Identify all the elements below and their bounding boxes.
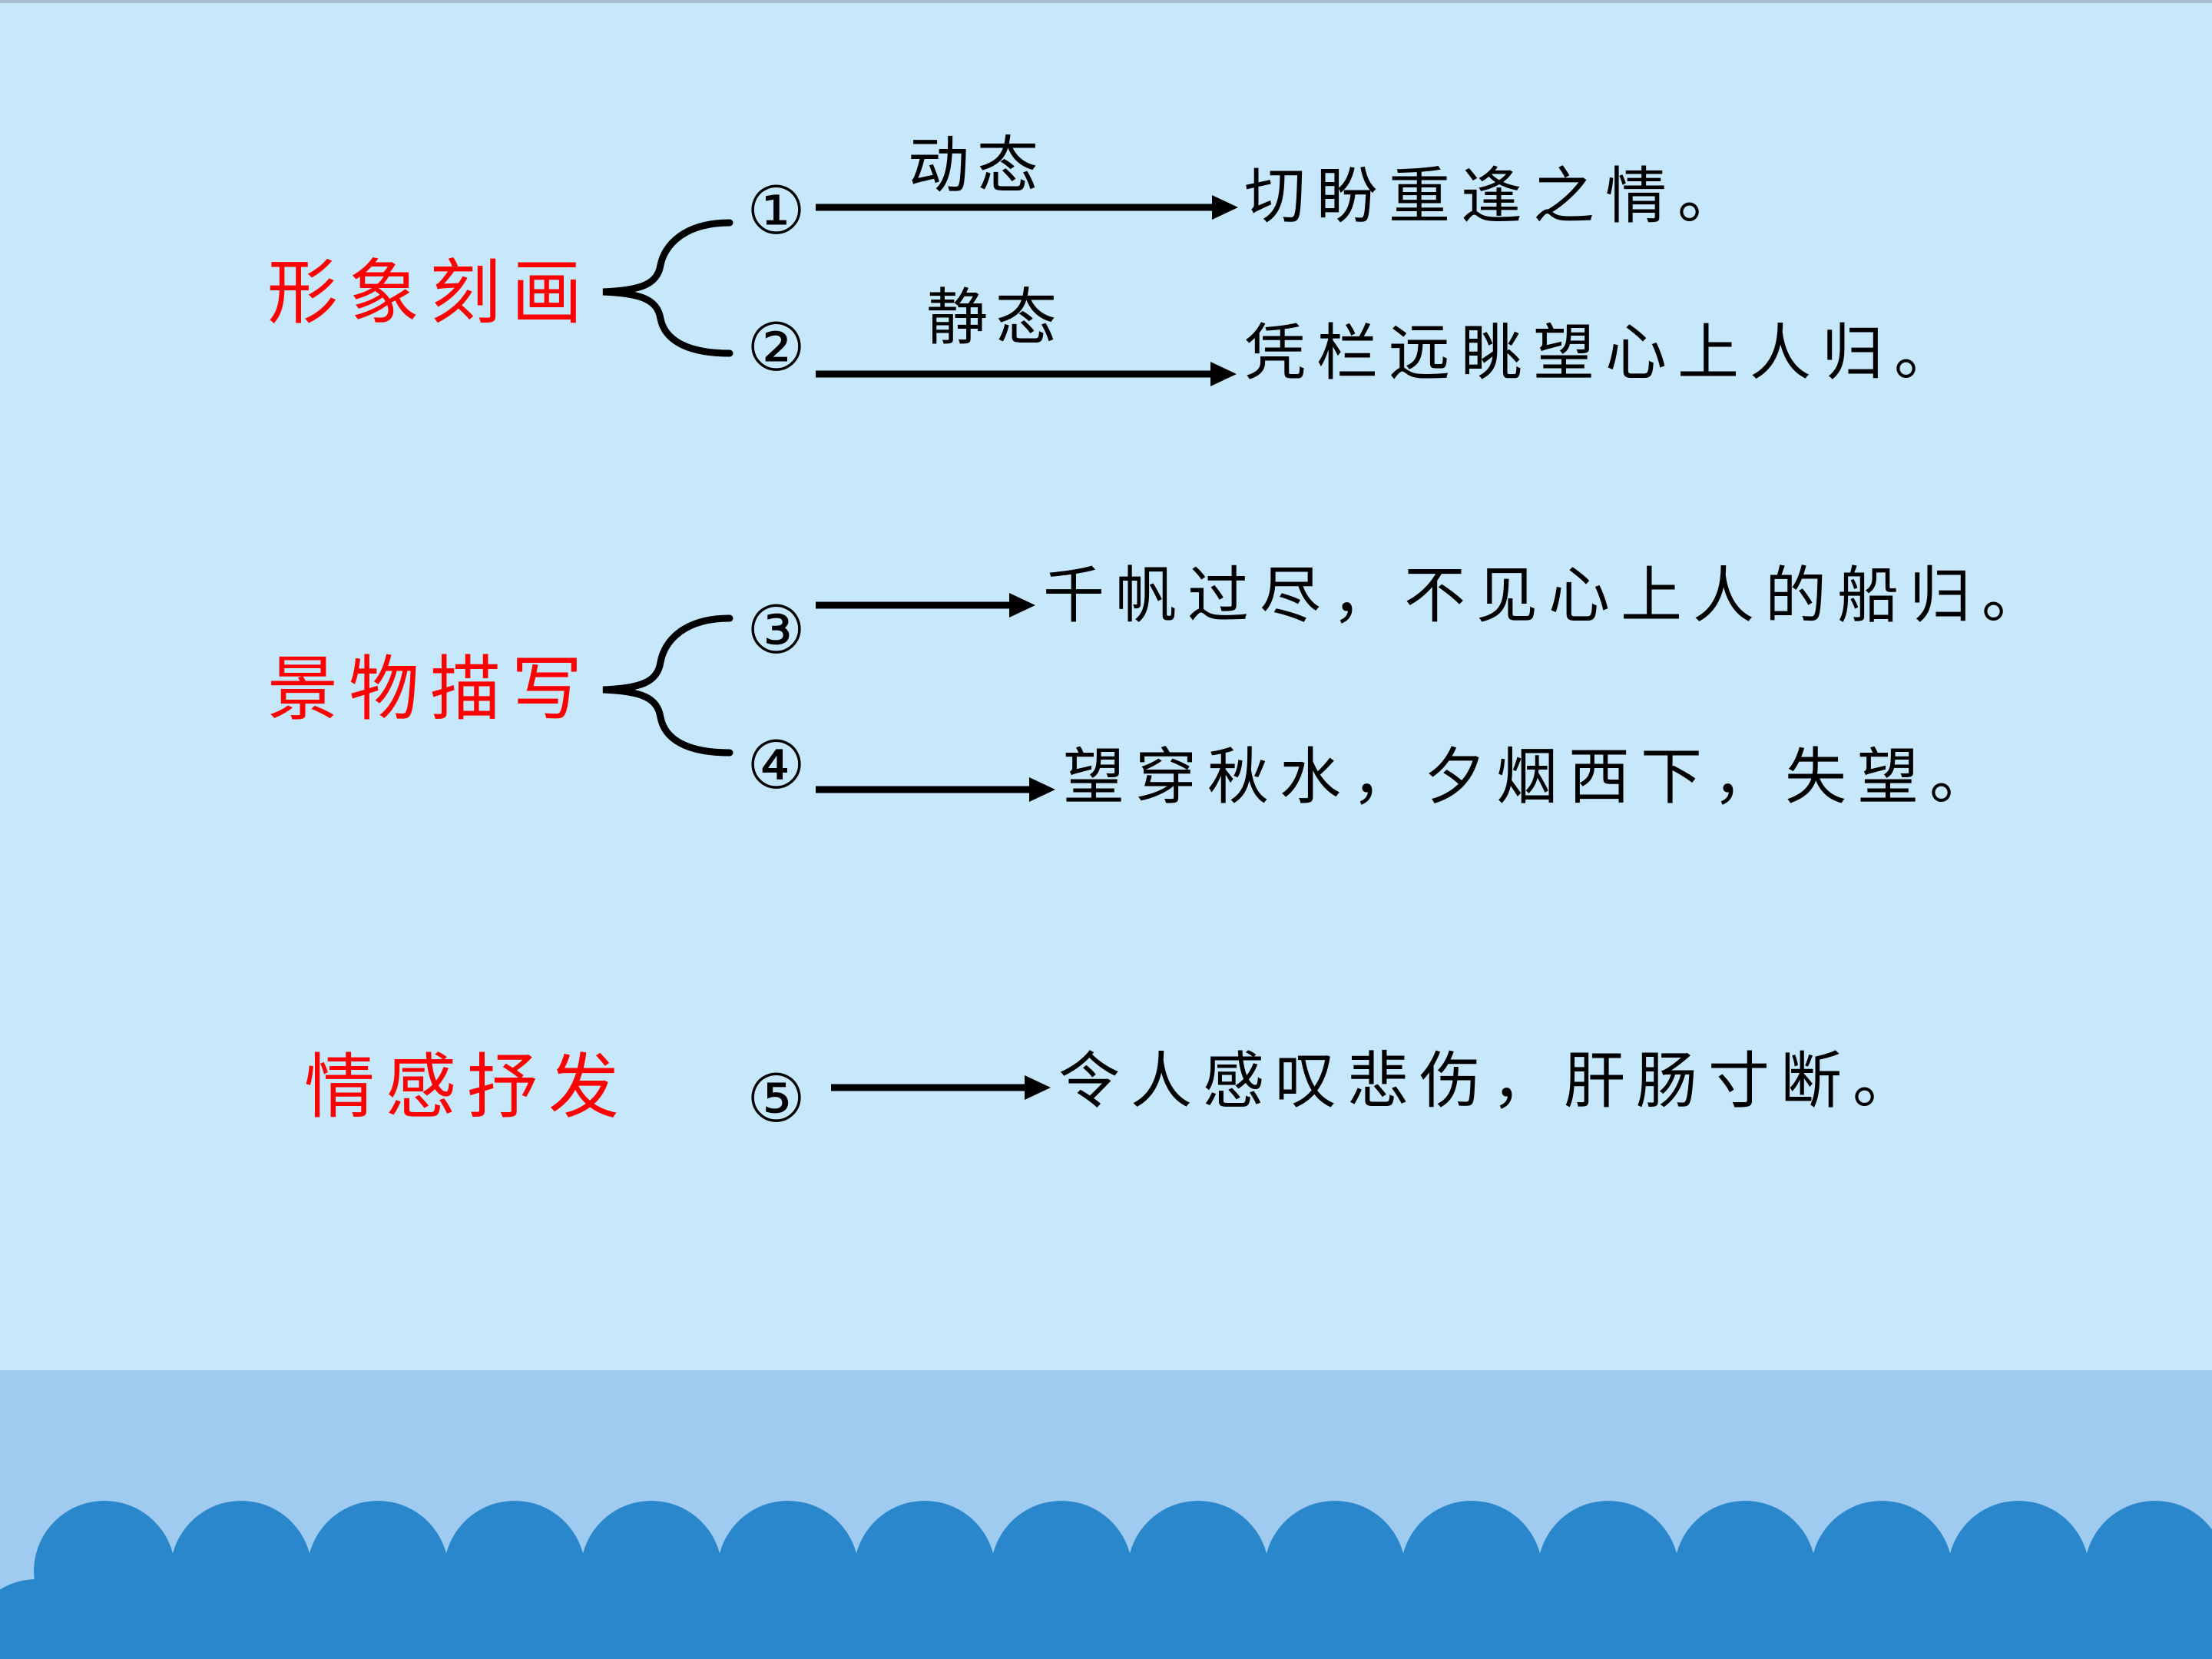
heading-emotion: 情感抒发 [304,1046,631,1128]
desc-3: 千帆过尽，不见心上人的船归。 [1043,560,2054,631]
desc-1: 切盼重逢之情。 [1244,161,1750,232]
heading-scenery: 景物描写 [267,648,594,730]
item-number-3: ③ [747,592,806,669]
arrow-2 [816,362,1237,386]
item-number-2: ② [747,310,806,386]
arrow-3 [816,593,1035,618]
item-number-5: ⑤ [747,1061,806,1137]
item-number-4: ④ [747,727,806,804]
wave-base [0,1636,2212,1659]
heading-portrayal: 形象刻画 [267,252,594,334]
brace-1 [602,219,733,357]
brace-2 [602,614,733,757]
desc-5: 令人感叹悲伤，肝肠寸断。 [1058,1045,1925,1117]
arrow-4 [816,777,1055,802]
arrow-1 [816,195,1238,220]
arrow-5 [831,1075,1051,1100]
desc-2: 凭栏远眺望心上人归。 [1244,317,1966,389]
top-border-line [0,0,2212,3]
desc-4: 望穿秋水，夕烟西下，失望。 [1063,741,2002,813]
label-static: 静态 [926,282,1065,353]
item-number-1: ① [747,173,806,250]
label-dynamic: 动态 [908,130,1046,201]
